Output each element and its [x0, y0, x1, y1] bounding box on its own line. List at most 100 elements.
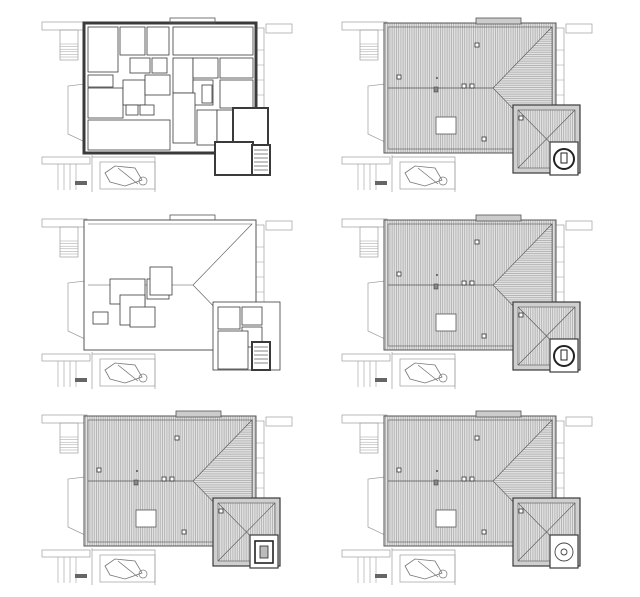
roof-drain — [433, 283, 439, 290]
vehicle-outline — [404, 165, 443, 187]
roof-bump — [169, 214, 216, 221]
entry-stair — [59, 422, 79, 454]
roof-vent — [474, 435, 480, 441]
roof-vent — [96, 467, 102, 473]
skylight — [435, 116, 457, 135]
service-room — [125, 104, 139, 116]
turntable — [438, 176, 448, 186]
vehicle-outline — [404, 362, 443, 384]
entry-stair — [359, 422, 379, 454]
site-wall-bottom-left — [341, 549, 391, 558]
site-courtyard — [91, 155, 156, 192]
scale-bar — [375, 378, 387, 382]
site-wall-top-left — [341, 414, 388, 424]
roof-drain — [433, 86, 439, 93]
roof-vent — [161, 476, 167, 482]
room — [119, 26, 146, 56]
side-walkway — [555, 420, 565, 502]
scale-bar — [75, 378, 87, 382]
site-bulge-left — [367, 83, 386, 143]
site-bulge-left — [367, 280, 386, 340]
site-courtyard — [391, 155, 456, 192]
roof-vent — [469, 476, 475, 482]
site-bulge-left — [67, 476, 86, 536]
roof-vent — [481, 529, 487, 535]
parking-area — [399, 358, 456, 387]
roof-point — [436, 274, 438, 276]
service-room — [151, 57, 168, 74]
entry-stair — [359, 226, 379, 258]
site-wall-bottom-left — [41, 549, 91, 558]
turntable — [438, 569, 448, 579]
parking-area — [99, 554, 156, 583]
service-room — [139, 104, 155, 116]
stair-tower-ring — [553, 148, 575, 170]
roof-vent — [218, 508, 224, 514]
turntable — [438, 373, 448, 383]
roof-bump — [175, 410, 222, 418]
plan-panel-1 — [41, 17, 293, 192]
roof-vent — [174, 435, 180, 441]
site-wall-bottom-left — [41, 353, 91, 362]
room — [172, 26, 254, 56]
site-courtyard — [91, 548, 156, 585]
roof-drain — [433, 479, 439, 486]
roof-bump — [475, 214, 522, 222]
room — [196, 109, 218, 146]
scale-bar — [375, 574, 387, 578]
vehicle-outline — [104, 362, 143, 384]
site-wall-bottom-left — [341, 156, 391, 165]
site-wall-top-left — [341, 21, 388, 31]
vehicle-detail — [417, 560, 439, 578]
room — [129, 306, 156, 328]
roof-bump — [475, 17, 522, 25]
vehicle-detail — [417, 167, 439, 185]
skylight — [435, 313, 457, 332]
roof-vent — [481, 136, 487, 142]
annex-room — [241, 306, 263, 326]
room — [87, 87, 124, 119]
site-wall-top-right — [265, 416, 293, 427]
vehicle-detail — [117, 560, 139, 578]
room — [219, 79, 254, 109]
plan-panel-4 — [341, 214, 593, 389]
room — [87, 26, 119, 73]
roof-vent — [396, 74, 402, 80]
turntable — [138, 176, 148, 186]
stair-tower — [549, 534, 579, 569]
annex-hip — [517, 306, 576, 366]
room — [122, 79, 146, 106]
stair-tower-ring — [553, 345, 575, 367]
roof-vent — [461, 83, 467, 89]
skylight — [135, 509, 157, 528]
stair-tower-frame — [254, 540, 274, 564]
roof-point — [136, 470, 138, 472]
skylight — [435, 509, 457, 528]
site-wall-top-right — [565, 416, 593, 427]
site-bulge-left — [67, 280, 86, 340]
side-walkway — [555, 224, 565, 306]
vehicle-detail — [117, 364, 139, 382]
site-wall-bottom-left — [41, 156, 91, 165]
site-wall-top-left — [41, 414, 88, 424]
stair-tower-core — [560, 152, 568, 164]
vehicle-outline — [104, 558, 143, 580]
site-wall-top-right — [265, 23, 293, 34]
roof-drain — [133, 479, 139, 486]
parking-area — [399, 554, 456, 583]
roof-vent — [396, 271, 402, 277]
room — [219, 57, 254, 79]
room — [92, 311, 109, 325]
stair-tower-ring — [554, 542, 574, 562]
side-walkway — [255, 224, 265, 306]
room — [146, 26, 170, 56]
side-walkway — [555, 27, 565, 109]
site-wall-top-right — [565, 220, 593, 231]
room — [87, 119, 171, 151]
roof-vent — [396, 467, 402, 473]
annex-room — [217, 330, 249, 370]
roof-bump — [169, 17, 216, 24]
service-room — [129, 57, 151, 74]
room — [172, 92, 196, 144]
stair-tower-core — [560, 349, 568, 361]
